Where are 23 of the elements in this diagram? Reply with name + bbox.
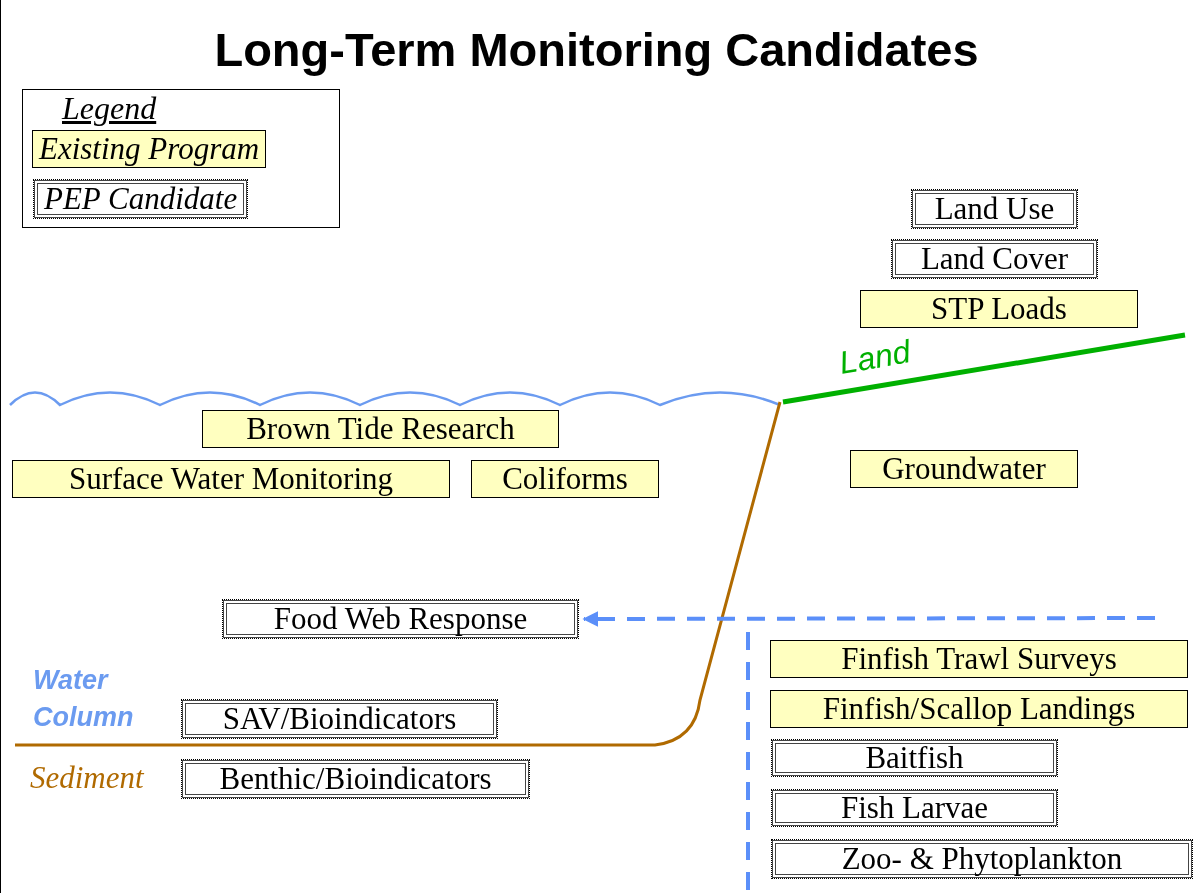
program-box: Coliforms (471, 460, 659, 498)
region-label: Land (836, 333, 914, 382)
program-box: Brown Tide Research (202, 410, 559, 448)
candidate-box: Land Cover (892, 240, 1097, 278)
legend-entry: Existing Program (32, 130, 267, 168)
program-box: Surface Water Monitoring (12, 460, 450, 498)
program-box: Groundwater (850, 450, 1078, 488)
candidate-box: SAV/Bioindicators (182, 700, 497, 738)
candidate-box: Benthic/Bioindicators (182, 760, 529, 798)
candidate-box: Land Use (912, 190, 1077, 228)
legend-heading: Legend (62, 90, 157, 127)
candidate-box: Food Web Response (223, 600, 578, 638)
program-box: STP Loads (860, 290, 1138, 328)
program-box: Finfish/Scallop Landings (770, 690, 1188, 728)
legend-entry: PEP Candidate (34, 180, 248, 218)
candidate-box: Baitfish (772, 740, 1057, 776)
region-label: Sediment (30, 760, 144, 796)
program-box: Finfish Trawl Surveys (770, 640, 1188, 678)
region-label: Water Column (33, 664, 135, 734)
candidate-box: Fish Larvae (772, 790, 1057, 826)
candidate-box: Zoo- & Phytoplankton (772, 840, 1192, 878)
dashed-arrow (582, 610, 1155, 627)
title: Long-Term Monitoring Candidates (213, 22, 980, 77)
